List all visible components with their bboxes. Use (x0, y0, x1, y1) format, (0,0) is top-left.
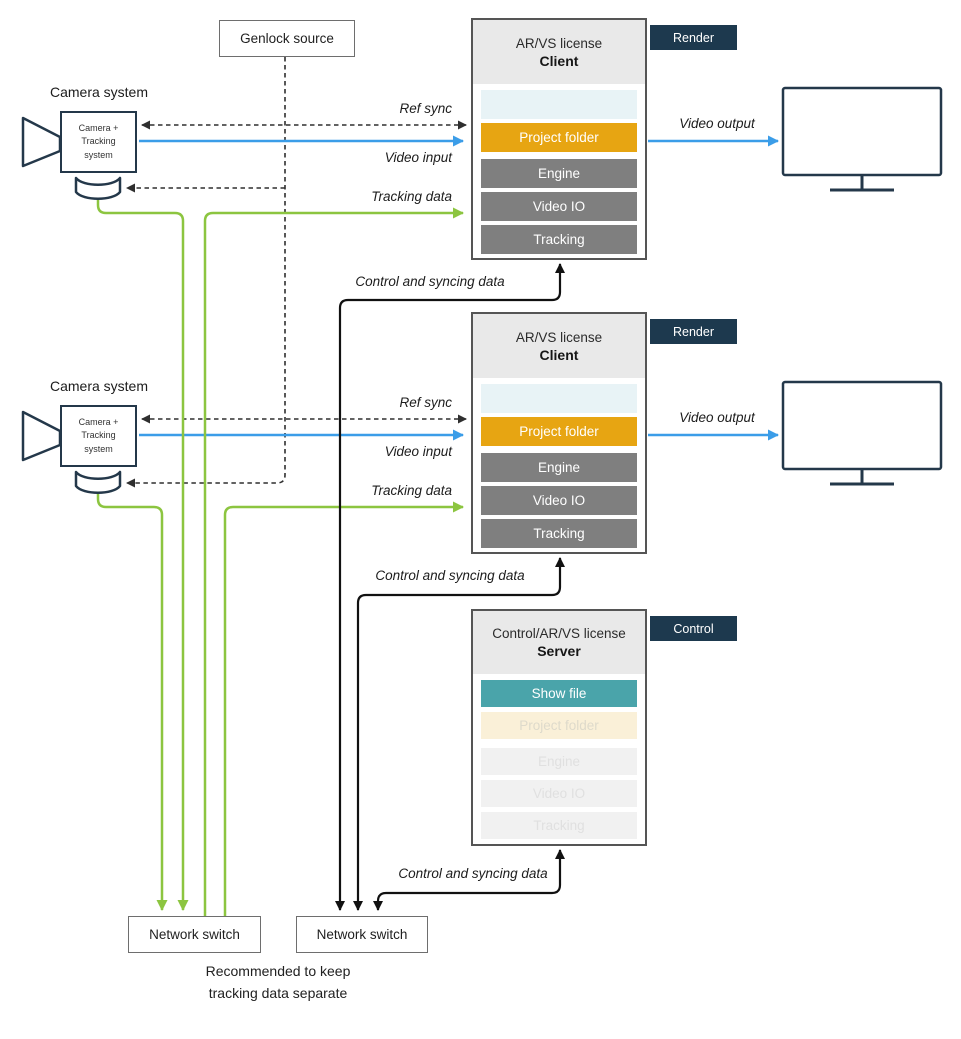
client-1-row-video-io: Video IO (481, 192, 637, 221)
tracking-note-line1: Recommended to keep (205, 963, 351, 979)
client-2-row-tracking: Tracking (481, 519, 637, 548)
control-sync-arrow-client1 (335, 263, 565, 911)
camera-1-title: Camera system (49, 84, 149, 100)
client-1-row-engine: Engine (481, 159, 637, 188)
server-header: Control/AR/VS license Server (473, 611, 645, 674)
server-row-tracking: Tracking (481, 812, 637, 839)
server-row-engine: Engine (481, 748, 637, 775)
video-output-label-2: Video output (679, 410, 755, 425)
genlock-line-to-camera2-sensor (126, 57, 286, 488)
monitor-1-icon (781, 86, 943, 192)
client-2-row-engine: Engine (481, 453, 637, 482)
network-switch-control-box: Network switch (296, 916, 428, 953)
tracking-line-camera2-to-switch (96, 493, 168, 911)
client-1-license: AR/VS license (515, 35, 603, 51)
server-role: Server (537, 643, 581, 659)
client-1-row-project-folder: Project folder (481, 123, 637, 152)
client-1-row-tracking: Tracking (481, 225, 637, 254)
genlock-source-label: Genlock source (240, 31, 334, 46)
camera-1-body-line3: system (84, 149, 113, 160)
client-1-render-tag: Render (650, 25, 737, 50)
video-output-label-1: Video output (679, 116, 755, 131)
monitor-2-icon (781, 380, 943, 486)
client-2-rows: Project folder Engine Video IO Tracking (473, 378, 645, 548)
control-sync-arrow-server (373, 849, 565, 911)
camera-2-body: Camera + Tracking system (60, 405, 137, 467)
tracking-note-line2: tracking data separate (208, 984, 348, 1001)
camera-2-lens-icon (21, 410, 62, 462)
video-input-label-1: Video input (384, 150, 452, 165)
camera-2-sensor-icon (74, 470, 122, 494)
camera-1-sensor-icon (74, 176, 122, 200)
control-sync-label-3: Control and syncing data (398, 866, 548, 881)
tracking-data-label-2: Tracking data (371, 483, 452, 498)
camera-1-body-line1: Camera + (78, 122, 119, 133)
client-1-header: AR/VS license Client (473, 20, 645, 84)
client-1-panel: AR/VS license Client Project folder Engi… (471, 18, 647, 260)
client-1-row-showfile-empty (481, 90, 637, 119)
client-2-row-showfile-empty (481, 384, 637, 413)
client-1-role: Client (539, 52, 579, 69)
camera-2-body-line1: Camera + (78, 416, 119, 427)
control-sync-arrow-client2 (353, 557, 565, 911)
server-row-show-file: Show file (481, 680, 637, 707)
tracking-line-camera1-to-switch (96, 199, 189, 911)
tracking-line-switch-to-client1 (203, 207, 464, 916)
server-panel: Control/AR/VS license Server Show file P… (471, 609, 647, 846)
network-switch-tracking-label: Network switch (149, 927, 240, 942)
client-2-header: AR/VS license Client (473, 314, 645, 378)
network-switch-control-label: Network switch (316, 927, 408, 942)
client-2-render-tag: Render (650, 319, 737, 344)
network-switch-tracking-box: Network switch (128, 916, 261, 953)
tracking-data-label-1: Tracking data (371, 189, 452, 204)
server-rows: Show file Project folder Engine Video IO… (473, 674, 645, 839)
genlock-source-box: Genlock source (219, 20, 355, 57)
ref-sync-label-2: Ref sync (399, 395, 452, 410)
ref-sync-label-1: Ref sync (399, 101, 452, 116)
tracking-note: Recommended to keep tracking data separa… (178, 961, 378, 1004)
camera-1-body: Camera + Tracking system (60, 111, 137, 173)
client-2-role: Client (539, 346, 579, 363)
client-2-panel: AR/VS license Client Project folder Engi… (471, 312, 647, 554)
server-row-video-io: Video IO (481, 780, 637, 807)
client-2-row-project-folder: Project folder (481, 417, 637, 446)
server-control-tag: Control (650, 616, 737, 641)
camera-2-body-line3: system (84, 443, 113, 454)
tracking-line-switch-to-client2 (223, 501, 464, 916)
control-sync-label-2: Control and syncing data (375, 568, 525, 583)
camera-2-body-line2: Tracking (81, 430, 116, 441)
video-input-label-2: Video input (384, 444, 452, 459)
control-sync-label-1: Control and syncing data (355, 274, 505, 289)
client-2-row-video-io: Video IO (481, 486, 637, 515)
camera-1-body-line2: Tracking (81, 136, 116, 147)
server-license: Control/AR/VS license (492, 626, 626, 641)
server-row-project-folder: Project folder (481, 712, 637, 739)
camera-1-lens-icon (21, 116, 62, 168)
client-1-rows: Project folder Engine Video IO Tracking (473, 84, 645, 254)
client-2-license: AR/VS license (515, 329, 603, 345)
camera-2-title: Camera system (49, 378, 149, 394)
